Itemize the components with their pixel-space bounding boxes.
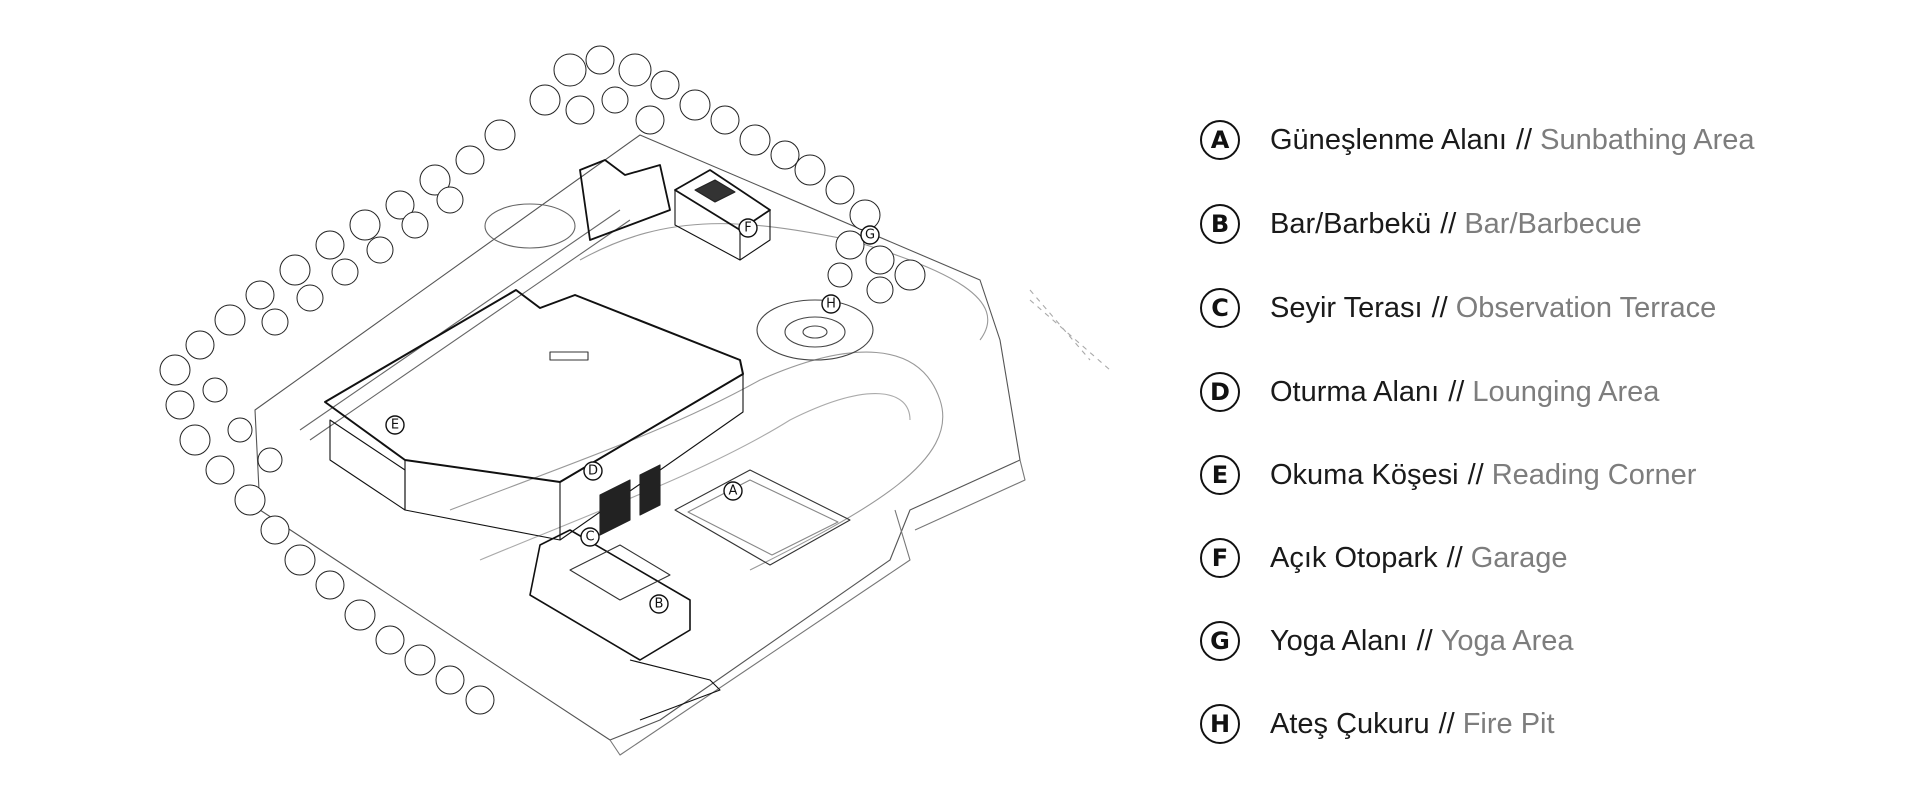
svg-text:C: C — [585, 530, 594, 545]
legend-label-en: Garage — [1470, 541, 1568, 574]
legend-label-en: Yoga Area — [1440, 624, 1574, 657]
terrace-building — [529, 529, 691, 661]
drawing-tag-c: C — [580, 527, 600, 547]
drawing-tag-e: E — [385, 415, 405, 435]
site-axonometric-drawing: A B C D E F G H — [159, 45, 1110, 756]
legend-label-en: Observation Terrace — [1455, 291, 1717, 324]
legend-label-tr: Güneşlenme Alanı — [1270, 123, 1507, 156]
legend-item-b: B Bar/Barbekü // Bar/Barbecue — [1200, 202, 1642, 246]
boundary-wall — [299, 209, 631, 441]
pool — [674, 469, 851, 566]
legend-label-tr: Ateş Çukuru — [1270, 707, 1430, 740]
garage-canopy — [579, 159, 671, 241]
svg-text:D: D — [588, 464, 598, 479]
svg-text:A: A — [729, 484, 738, 499]
legend-item-d: D Oturma Alanı // Lounging Area — [1200, 370, 1659, 414]
drawing-tag-g: G — [860, 225, 880, 245]
drawing-tag-h: H — [821, 294, 841, 314]
legend-label-tr: Yoga Alanı — [1270, 624, 1408, 657]
legend-label-tr: Bar/Barbekü — [1270, 207, 1432, 240]
legend-label-en: Sunbathing Area — [1540, 123, 1755, 156]
legend-item-f: F Açık Otopark // Garage — [1200, 536, 1567, 580]
legend-item-g: G Yoga Alanı // Yoga Area — [1200, 619, 1574, 663]
legend-label-tr: Okuma Köşesi — [1270, 458, 1459, 491]
drawing-tag-a: A — [723, 481, 743, 501]
legend-separator: // — [1515, 123, 1533, 156]
tree-cluster-east — [794, 154, 926, 304]
svg-text:E: E — [391, 418, 399, 433]
legend-badge: G — [1200, 621, 1240, 661]
legend-label-en: Bar/Barbecue — [1464, 207, 1642, 240]
trees — [159, 45, 926, 715]
drawing-tag-b: B — [649, 594, 669, 614]
yoga-pavilion — [674, 169, 771, 231]
tree-cluster-north — [185, 45, 800, 360]
fire-pit — [756, 299, 874, 361]
legend-label-en: Fire Pit — [1462, 707, 1555, 740]
legend-separator: // — [1446, 541, 1463, 574]
legend-badge: D — [1200, 372, 1240, 412]
drawing-tag-f: F — [738, 218, 758, 238]
legend-badge: C — [1200, 288, 1240, 328]
legend-separator: // — [1431, 291, 1448, 324]
legend-label-tr: Seyir Terası — [1270, 291, 1423, 324]
legend-badge: H — [1200, 704, 1240, 744]
legend-item-h: H Ateş Çukuru // Fire Pit — [1200, 702, 1555, 746]
legend-separator: // — [1416, 624, 1433, 657]
legend-separator: // — [1448, 375, 1465, 408]
legend-label-tr: Oturma Alanı — [1270, 375, 1440, 408]
legend-label-en: Lounging Area — [1472, 375, 1660, 408]
legend-separator: // — [1467, 458, 1484, 491]
drawing-tag-d: D — [583, 461, 603, 481]
legend-badge: A — [1200, 120, 1240, 160]
svg-text:B: B — [655, 597, 664, 612]
svg-text:H: H — [826, 297, 836, 312]
legend-separator: // — [1438, 707, 1455, 740]
legend-badge: B — [1200, 204, 1240, 244]
tree-cluster-west — [159, 354, 495, 715]
svg-text:G: G — [865, 228, 875, 243]
legend-label-en: Reading Corner — [1491, 458, 1697, 491]
legend-item-a: A Güneşlenme Alanı // Sunbathing Area — [1200, 118, 1755, 162]
legend-item-c: C Seyir Terası // Observation Terrace — [1200, 286, 1716, 330]
legend-separator: // — [1440, 207, 1457, 240]
svg-text:F: F — [744, 221, 751, 236]
legend-badge: E — [1200, 455, 1240, 495]
garden-paths — [579, 223, 989, 341]
legend-badge: F — [1200, 538, 1240, 578]
legend-label-tr: Açık Otopark — [1270, 541, 1438, 574]
legend-item-e: E Okuma Köşesi // Reading Corner — [1200, 453, 1696, 497]
